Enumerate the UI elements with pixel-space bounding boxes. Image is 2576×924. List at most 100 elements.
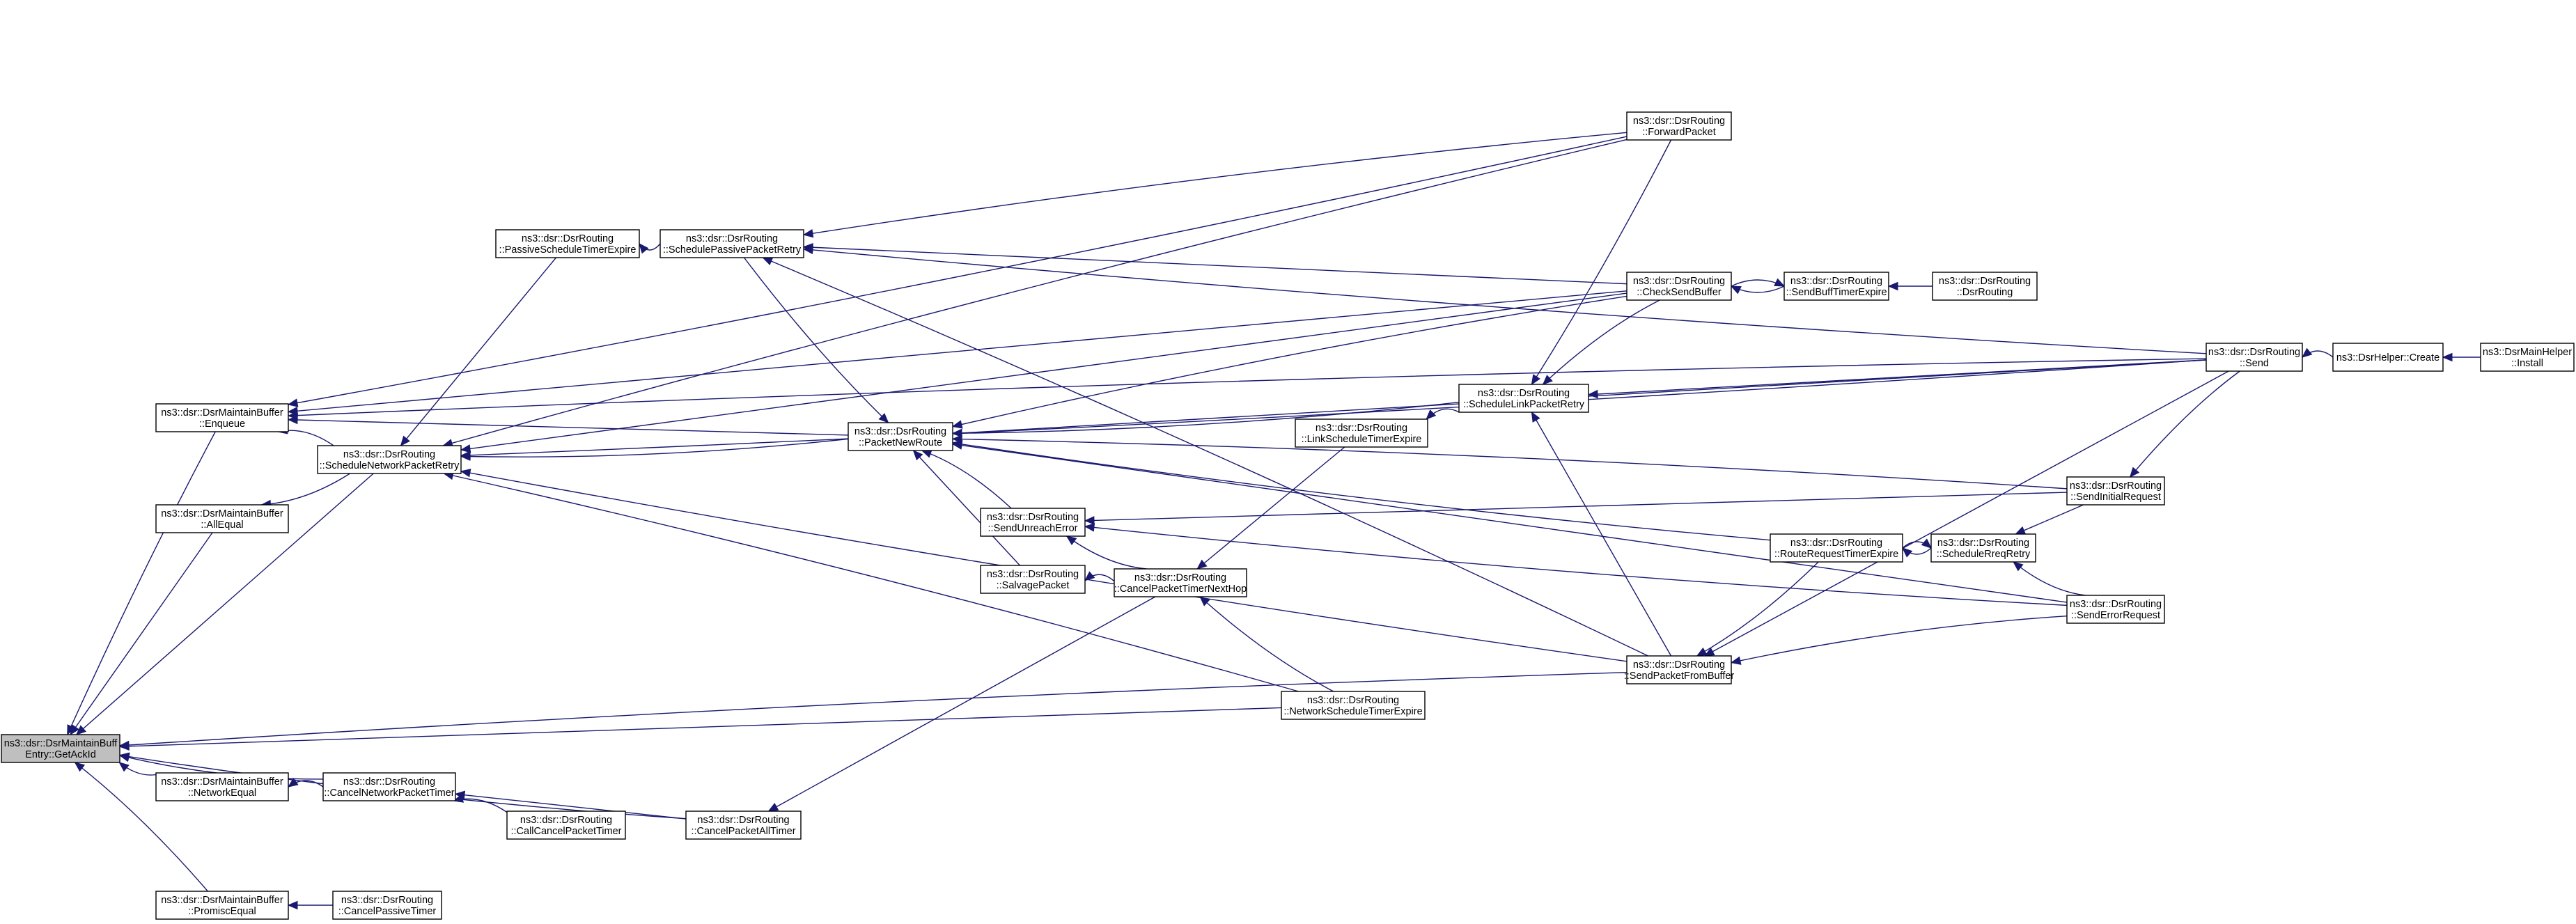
node-label: ::ScheduleRreqRetry — [1937, 549, 2031, 560]
node-schedlinkretry[interactable]: ns3::dsr::DsrRouting::ScheduleLinkPacket… — [1458, 384, 1589, 413]
node-enqueue[interactable]: ns3::dsr::DsrMaintainBuffer::Enqueue — [155, 403, 289, 432]
node-label: ::ForwardPacket — [1642, 127, 1716, 138]
node-sendinitial[interactable]: ns3::dsr::DsrRouting::SendInitialRequest — [2066, 476, 2165, 506]
arrowhead-icon — [1084, 571, 1095, 581]
node-box — [1626, 272, 1732, 301]
arrowhead-icon — [951, 434, 962, 444]
node-label: ns3::dsr::DsrRouting — [343, 449, 435, 460]
arrowhead-icon — [1542, 375, 1553, 385]
call-edge — [1531, 412, 1672, 657]
node-install[interactable]: ns3::DsrMainHelper::Install — [2480, 343, 2575, 372]
node-sendbufexpire[interactable]: ns3::dsr::DsrRouting::SendBuffTimerExpir… — [1783, 272, 1889, 301]
arrowhead-icon — [912, 450, 923, 461]
node-label: ::CancelPassiveTimer — [338, 906, 437, 917]
call-edge — [803, 248, 2207, 354]
node-schedrreq[interactable]: ns3::dsr::DsrRouting::ScheduleRreqRetry — [1930, 533, 2036, 563]
node-box — [1281, 691, 1426, 720]
node-netexpire[interactable]: ns3::dsr::DsrRouting::NetworkScheduleTim… — [1281, 691, 1426, 720]
node-label: ns3::DsrMainHelper — [2483, 347, 2572, 358]
node-label: ns3::dsr::DsrRouting — [697, 815, 789, 826]
node-box — [2480, 343, 2575, 372]
arrowhead-icon — [878, 413, 889, 423]
node-cancelnexthop[interactable]: ns3::dsr::DsrRouting::CancelPacketTimerN… — [1114, 568, 1247, 597]
node-sendunreach[interactable]: ns3::dsr::DsrRouting::SendUnreachError — [980, 508, 1086, 537]
call-edge — [952, 443, 2068, 603]
arrowhead-icon — [74, 762, 86, 772]
node-label: ::NetworkEqual — [188, 788, 256, 799]
arrowhead-icon — [118, 752, 130, 761]
arrowhead-icon — [951, 441, 963, 450]
node-cancelall[interactable]: ns3::dsr::DsrRouting::CancelPacketAllTim… — [685, 811, 802, 840]
node-label: ::SendPacketFromBuffer — [1624, 671, 1735, 682]
node-label: ::CheckSendBuffer — [1637, 287, 1722, 298]
arrowhead-icon — [1531, 411, 1540, 423]
arrowhead-icon — [454, 790, 466, 799]
node-promiscequal[interactable]: ns3::dsr::DsrMaintainBuffer::PromiscEqua… — [155, 891, 289, 920]
arrowhead-icon — [1730, 656, 1742, 665]
call-edge — [921, 450, 1012, 509]
node-label: ::SalvagePacket — [997, 580, 1070, 591]
call-edge — [1084, 526, 2068, 606]
node-box — [2066, 595, 2165, 624]
node-box — [1114, 568, 1247, 597]
node-schedpassiveretry[interactable]: ns3::dsr::DsrRouting::SchedulePassivePac… — [659, 229, 804, 258]
node-box — [980, 565, 1086, 594]
node-routereqexpire[interactable]: ns3::dsr::DsrRouting::RouteRequestTimerE… — [1770, 533, 1903, 563]
node-label: ns3::dsr::DsrRouting — [1307, 695, 1399, 706]
arrowhead-icon — [1065, 535, 1077, 545]
node-send[interactable]: ns3::dsr::DsrRouting::Send — [2206, 343, 2303, 372]
call-edge — [288, 136, 1627, 405]
node-label: ::ScheduleLinkPacketRetry — [1463, 399, 1585, 410]
node-senderrorreq[interactable]: ns3::dsr::DsrRouting::SendErrorRequest — [2066, 595, 2165, 624]
node-cancelnettimer[interactable]: ns3::dsr::DsrRouting::CancelNetworkPacke… — [322, 772, 456, 801]
node-label: ns3::dsr::DsrRouting — [1316, 423, 1407, 434]
call-edge — [455, 793, 687, 820]
node-label: ns3::dsr::DsrRouting — [1937, 538, 2029, 549]
arrowhead-icon — [1196, 559, 1208, 570]
node-label: ns3::dsr::DsrRouting — [1790, 276, 1882, 287]
node-packetnewroute[interactable]: ns3::dsr::DsrRouting::PacketNewRoute — [848, 422, 953, 451]
arrowhead-icon — [1730, 285, 1742, 295]
node-schednetretry[interactable]: ns3::dsr::DsrRouting::ScheduleNetworkPac… — [317, 445, 462, 474]
node-sendfrombuffer[interactable]: ns3::dsr::DsrRouting::SendPacketFromBuff… — [1624, 655, 1735, 684]
node-box — [685, 811, 802, 840]
node-label: ::SendBuffTimerExpire — [1786, 287, 1887, 298]
node-label: ::CallCancelPacketTimer — [510, 826, 621, 837]
call-edge — [763, 257, 1648, 657]
node-label: ns3::dsr::DsrMaintainBuffer — [161, 895, 283, 906]
node-label: ::Install — [2511, 358, 2543, 369]
node-label: ::CancelPacketTimerNextHop — [1114, 584, 1247, 595]
node-passiveexpire[interactable]: ns3::dsr::DsrRouting::PassiveScheduleTim… — [495, 229, 640, 258]
node-linkexpire[interactable]: ns3::dsr::DsrRouting::LinkScheduleTimerE… — [1295, 418, 1428, 448]
node-checksend[interactable]: ns3::dsr::DsrRouting::CheckSendBuffer — [1626, 272, 1732, 301]
node-box — [495, 229, 640, 258]
arrowhead-icon — [767, 802, 779, 812]
node-helpercreate[interactable]: ns3::DsrHelper::Create — [2332, 343, 2444, 372]
call-edge — [400, 257, 557, 446]
node-label: ::Send — [2240, 358, 2269, 369]
node-label: ns3::dsr::DsrMaintainBuff — [4, 738, 118, 749]
arrowhead-icon — [460, 444, 471, 453]
node-networkequal[interactable]: ns3::dsr::DsrMaintainBuffer::NetworkEqua… — [155, 772, 289, 801]
call-edge — [67, 431, 216, 735]
node-label: ::NetworkScheduleTimerExpire — [1283, 706, 1422, 717]
node-allequal[interactable]: ns3::dsr::DsrMaintainBuffer::AllEqual — [155, 504, 289, 533]
call-edge — [952, 295, 1627, 428]
arrowhead-icon — [400, 435, 410, 446]
node-cancelpassive[interactable]: ns3::dsr::DsrRouting::CancelPassiveTimer — [332, 891, 442, 920]
node-forward[interactable]: ns3::dsr::DsrRouting::ForwardPacket — [1626, 111, 1732, 141]
call-edge — [743, 257, 889, 423]
node-box — [1, 734, 120, 763]
node-salvage[interactable]: ns3::dsr::DsrRouting::SalvagePacket — [980, 565, 1086, 594]
arrowhead-icon — [1703, 648, 1715, 657]
call-edge — [1704, 370, 2229, 657]
arrowhead-icon — [951, 428, 962, 438]
node-label: ns3::dsr::DsrRouting — [686, 233, 778, 244]
node-callcancel[interactable]: ns3::dsr::DsrRouting::CallCancelPacketTi… — [506, 811, 626, 840]
node-box — [155, 772, 289, 801]
arrowhead-icon — [460, 451, 471, 460]
node-box — [2206, 343, 2303, 372]
node-dsrrouting[interactable]: ns3::dsr::DsrRouting::DsrRouting — [1932, 272, 2038, 301]
arrowhead-icon — [2013, 561, 2024, 572]
